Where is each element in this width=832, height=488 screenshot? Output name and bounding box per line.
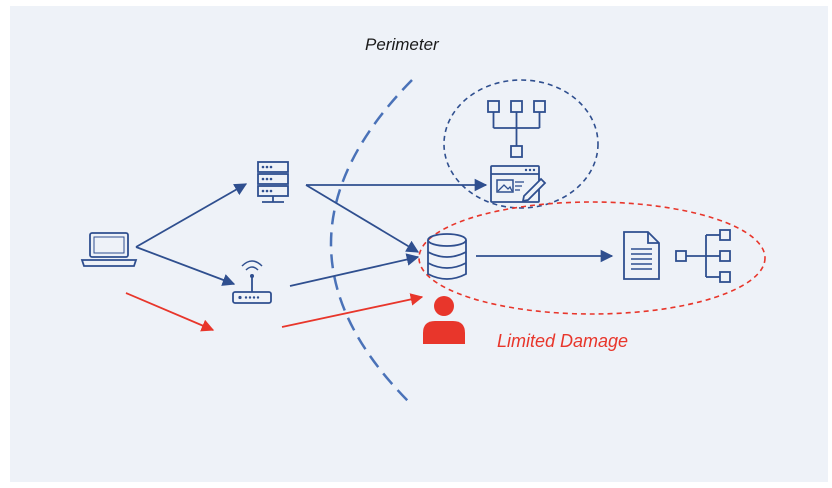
- server-rack-icon: [257, 161, 289, 203]
- org-chart-icon: [487, 100, 546, 158]
- network-connections: [135, 178, 614, 287]
- database-icon: [427, 233, 467, 280]
- laptop-icon: [80, 232, 138, 267]
- attack-arrow-to-database: [281, 293, 424, 328]
- document-icon: [623, 231, 660, 280]
- perimeter-label: Perimeter: [365, 35, 439, 54]
- hierarchy-icon: [675, 229, 731, 283]
- isolated-zone-circle: [443, 79, 599, 209]
- arrow-router-to-database: [289, 253, 420, 287]
- arrow-laptop-to-router: [135, 246, 236, 286]
- limited-damage-label: Limited Damage: [497, 331, 629, 351]
- arrow-laptop-to-server: [135, 183, 248, 248]
- web-editor-icon: [490, 165, 547, 203]
- attack-arrow-entry: [125, 292, 215, 332]
- attacker-user-icon: [423, 296, 465, 344]
- damage-zone-ellipse: [418, 201, 766, 315]
- arrow-server-to-database: [305, 184, 420, 253]
- attack-path: [125, 292, 424, 332]
- perimeter-boundary: [329, 79, 413, 406]
- wifi-router-icon: [232, 260, 272, 304]
